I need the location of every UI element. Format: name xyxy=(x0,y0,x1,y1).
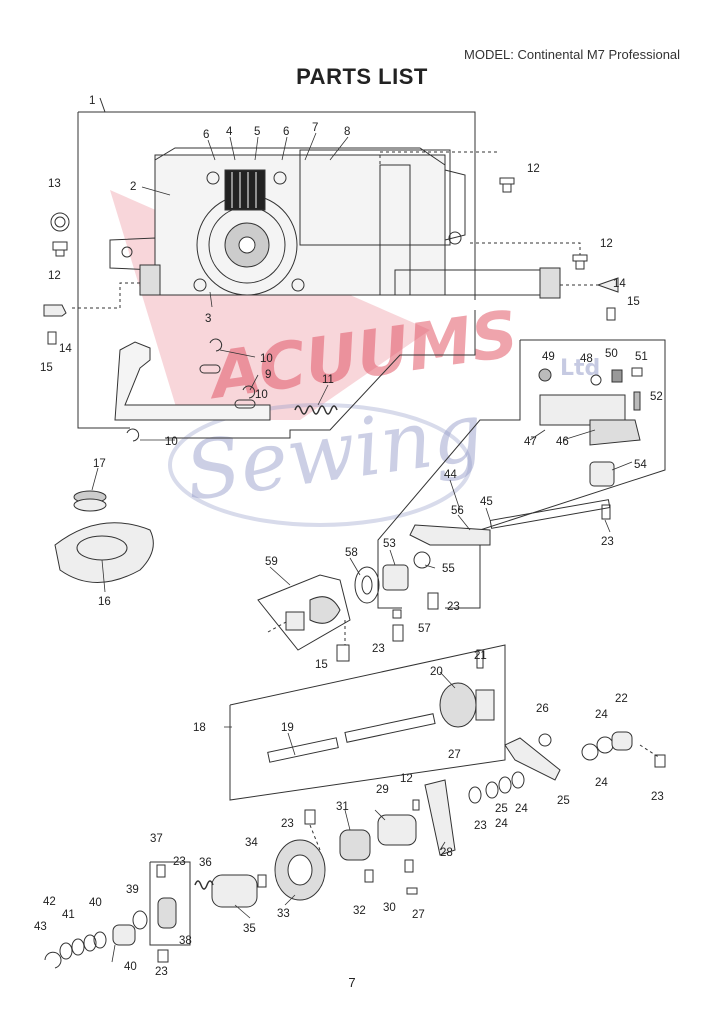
callout-label: 23 xyxy=(447,601,460,613)
callout-label: 22 xyxy=(615,693,628,705)
callout-label: 49 xyxy=(542,351,555,363)
callout-label: 1 xyxy=(89,95,95,107)
callout-label: 23 xyxy=(155,966,168,978)
callout-label: 46 xyxy=(556,436,569,448)
callout-label: 17 xyxy=(93,458,106,470)
linework xyxy=(43,97,666,969)
callout-label: 10 xyxy=(255,389,268,401)
callout-label: 4 xyxy=(226,126,233,138)
callout-label: 51 xyxy=(635,351,648,363)
callout-label: 27 xyxy=(412,909,425,921)
callout-label: 13 xyxy=(48,178,61,190)
callout-label: 48 xyxy=(580,353,593,365)
callout-label: 44 xyxy=(444,469,457,481)
page-title: PARTS LIST xyxy=(296,64,428,89)
callout-label: 11 xyxy=(322,374,334,386)
callout-label: 27 xyxy=(448,749,461,761)
callout-label: 30 xyxy=(383,902,396,914)
callout-label: 8 xyxy=(344,126,350,138)
callout-label: 40 xyxy=(89,897,102,909)
callout-label: 55 xyxy=(442,563,455,575)
callout-label: 54 xyxy=(634,459,647,471)
callout-label: 9 xyxy=(265,369,271,381)
callout-label: 15 xyxy=(40,362,53,374)
callout-labels: 1 2 3 4 5 6 6 7 8 9 10 10 10 11 12 12 12… xyxy=(34,95,664,978)
callout-leaders xyxy=(91,132,633,963)
callout-label: 6 xyxy=(203,129,209,141)
callout-label: 20 xyxy=(430,666,443,678)
callout-label: 2 xyxy=(130,181,136,193)
callout-label: 24 xyxy=(515,803,528,815)
callout-label: 39 xyxy=(126,884,139,896)
callout-label: 37 xyxy=(150,833,163,845)
callout-label: 43 xyxy=(34,921,47,933)
callout-label: 23 xyxy=(173,856,186,868)
callout-label: 31 xyxy=(336,801,349,813)
callout-label: 25 xyxy=(557,795,570,807)
callout-label: 10 xyxy=(260,353,273,365)
callout-label: 19 xyxy=(281,722,294,734)
page-number: 7 xyxy=(348,975,356,990)
callout-label: 15 xyxy=(315,659,328,671)
callout-label: 57 xyxy=(418,623,431,635)
callout-label: 24 xyxy=(495,818,508,830)
callout-label: 26 xyxy=(536,703,549,715)
callout-label: 16 xyxy=(98,596,111,608)
callout-label: 15 xyxy=(627,296,640,308)
callout-label: 24 xyxy=(595,777,608,789)
callout-label: 56 xyxy=(451,505,464,517)
callout-label: 14 xyxy=(613,278,626,290)
callout-label: 14 xyxy=(59,343,72,355)
callout-label: 3 xyxy=(205,313,211,325)
callout-label: 40 xyxy=(124,961,137,973)
callout-label: 41 xyxy=(62,909,75,921)
callout-label: 36 xyxy=(199,857,212,869)
callout-label: 12 xyxy=(527,163,540,175)
callout-label: 32 xyxy=(353,905,366,917)
callout-label: 28 xyxy=(440,847,453,859)
callout-label: 12 xyxy=(48,270,61,282)
callout-label: 42 xyxy=(43,896,56,908)
watermark-line3: Ltd xyxy=(560,356,600,381)
callout-label: 23 xyxy=(474,820,487,832)
callout-label: 18 xyxy=(193,722,206,734)
callout-label: 52 xyxy=(650,391,663,403)
callout-label: 12 xyxy=(400,773,413,785)
callout-label: 23 xyxy=(601,536,614,548)
callout-label: 23 xyxy=(651,791,664,803)
callout-label: 23 xyxy=(372,643,385,655)
callout-label: 25 xyxy=(495,803,508,815)
callout-label: 23 xyxy=(281,818,294,830)
callout-label: 33 xyxy=(277,908,290,920)
callout-label: 24 xyxy=(595,709,608,721)
callout-label: 45 xyxy=(480,496,493,508)
callout-label: 53 xyxy=(383,538,396,550)
callout-label: 38 xyxy=(179,935,192,947)
callout-label: 12 xyxy=(600,238,613,250)
callout-label: 47 xyxy=(524,436,537,448)
callout-label: 10 xyxy=(165,436,178,448)
callout-label: 58 xyxy=(345,547,358,559)
callout-label: 59 xyxy=(265,556,278,568)
callout-label: 7 xyxy=(312,122,318,134)
callout-label: 35 xyxy=(243,923,256,935)
callout-label: 50 xyxy=(605,348,618,360)
callout-label: 21 xyxy=(474,650,487,662)
callout-label: 29 xyxy=(376,784,389,796)
model-label: MODEL: Continental M7 Professional xyxy=(464,47,681,62)
callout-label: 6 xyxy=(283,126,289,138)
callout-label: 5 xyxy=(254,126,260,138)
callout-label: 34 xyxy=(245,837,258,849)
